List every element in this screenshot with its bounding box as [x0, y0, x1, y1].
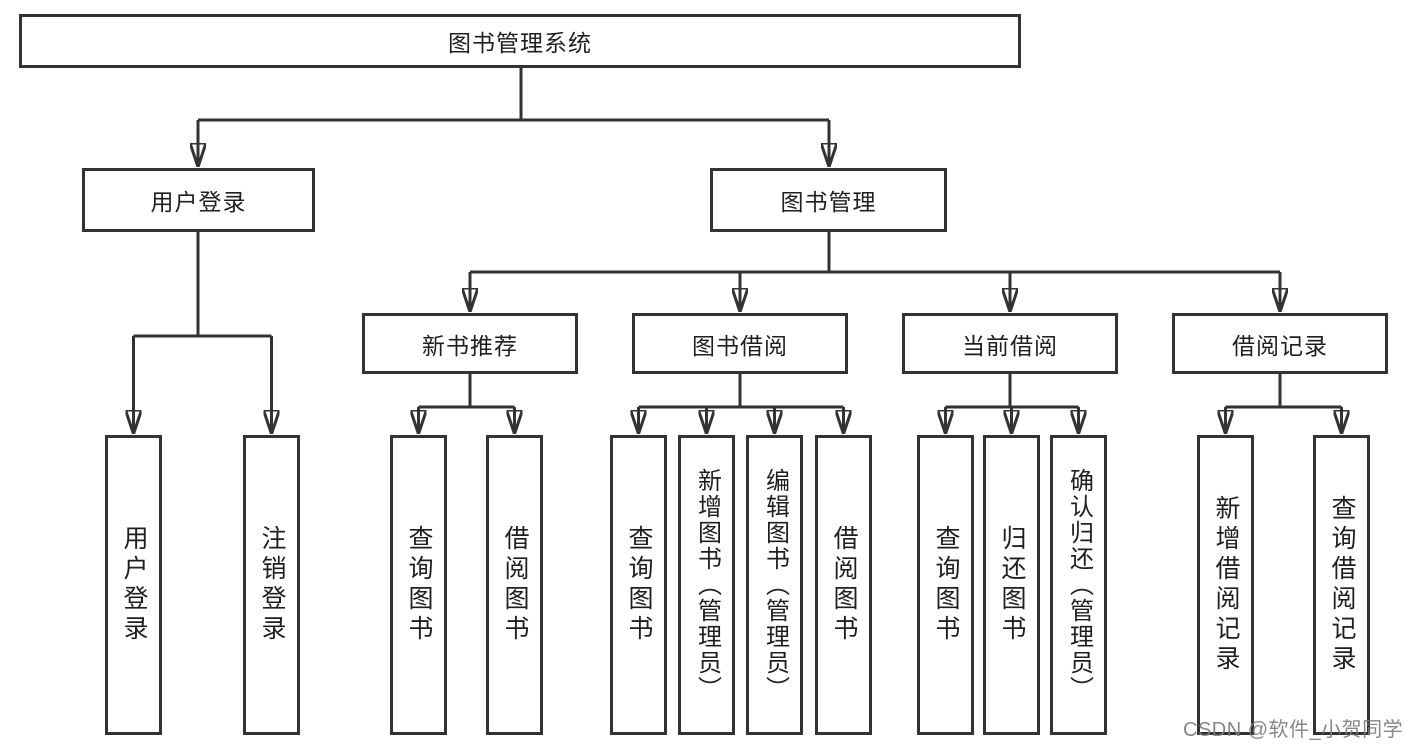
- leaf-br-query-record-label: 查询借阅记录: [1328, 495, 1356, 675]
- node-book-borrowing: 图书借阅: [632, 313, 848, 374]
- leaf-br-query-record: 查询借阅记录: [1313, 435, 1370, 735]
- leaf-bb-edit-books: 编辑图书（管理员）: [746, 435, 803, 735]
- node-current-borrowing-label: 当前借阅: [962, 332, 1058, 359]
- node-book-borrowing-label: 图书借阅: [692, 332, 788, 359]
- leaf-bb-add-books: 新增图书（管理员）: [678, 435, 735, 735]
- connector-user-login-stem: [133, 230, 272, 338]
- node-borrowing-records: 借阅记录: [1172, 313, 1388, 374]
- leaf-bb-edit-books-label: 编辑图书（管理员）: [761, 468, 789, 702]
- leaf-cb-query-books: 查询图书: [917, 435, 974, 735]
- leaf-nbr-query-books-label: 查询图书: [405, 525, 433, 645]
- leaf-cb-confirm-return-label: 确认归还（管理员）: [1065, 468, 1093, 702]
- leaf-bb-query-books-label: 查询图书: [625, 525, 653, 645]
- connector-root-stem: [198, 66, 829, 122]
- connector-bb-stem: [638, 372, 844, 409]
- leaf-logout: 注销登录: [243, 435, 300, 735]
- connector-cb-stem: [945, 372, 1079, 409]
- node-new-book-recommend-label: 新书推荐: [422, 332, 518, 359]
- node-book-management: 图书管理: [710, 168, 947, 232]
- leaf-cb-query-books-label: 查询图书: [932, 525, 960, 645]
- node-root: 图书管理系统: [19, 14, 1021, 68]
- connector-book-mgmt-stem: [470, 230, 1280, 274]
- csdn-watermark: CSDN @软件_小贺同学: [1183, 719, 1404, 741]
- node-user-login: 用户登录: [82, 168, 315, 232]
- leaf-br-add-record-label: 新增借阅记录: [1212, 495, 1240, 675]
- node-root-label: 图书管理系统: [448, 30, 592, 56]
- node-new-book-recommend: 新书推荐: [362, 313, 578, 374]
- leaf-cb-return-books: 归还图书: [983, 435, 1040, 735]
- node-book-management-label: 图书管理: [780, 189, 877, 215]
- node-user-login-label: 用户登录: [150, 189, 247, 215]
- leaf-bb-borrow-books: 借阅图书: [815, 435, 872, 735]
- leaf-user-login-label: 用户登录: [120, 525, 148, 645]
- node-borrowing-records-label: 借阅记录: [1232, 332, 1328, 359]
- leaf-nbr-query-books: 查询图书: [390, 435, 447, 735]
- leaf-bb-add-books-label: 新增图书（管理员）: [693, 468, 721, 702]
- leaf-bb-query-books: 查询图书: [610, 435, 667, 735]
- leaf-user-login: 用户登录: [105, 435, 162, 735]
- leaf-cb-return-books-label: 归还图书: [998, 525, 1026, 645]
- connector-br-stem: [1225, 372, 1342, 409]
- leaf-br-add-record: 新增借阅记录: [1197, 435, 1254, 735]
- connector-nbr-stem: [418, 372, 515, 409]
- leaf-cb-confirm-return: 确认归还（管理员）: [1050, 435, 1107, 735]
- node-current-borrowing: 当前借阅: [902, 313, 1118, 374]
- leaf-logout-label: 注销登录: [258, 525, 286, 645]
- leaf-nbr-borrow-books: 借阅图书: [486, 435, 543, 735]
- leaf-nbr-borrow-books-label: 借阅图书: [501, 525, 529, 645]
- leaf-bb-borrow-books-label: 借阅图书: [830, 525, 858, 645]
